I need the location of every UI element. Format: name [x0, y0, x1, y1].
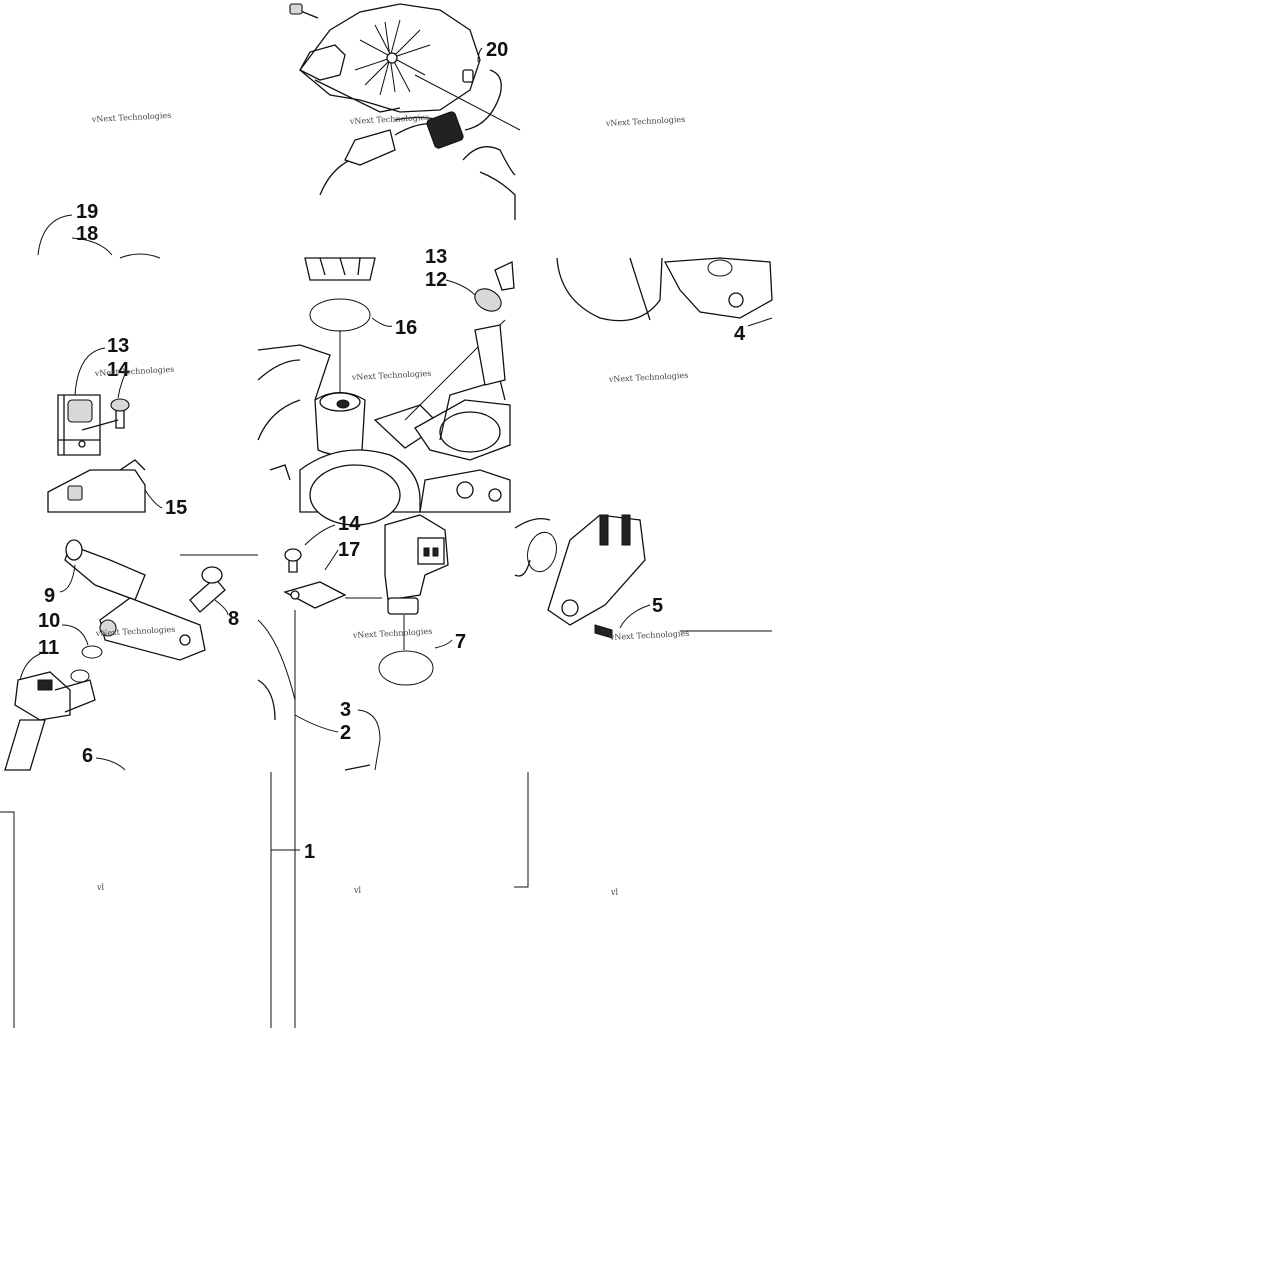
watermark-f2: vl: [353, 886, 362, 895]
callout-11: 11: [38, 637, 59, 659]
callout-15: 15: [165, 497, 187, 519]
callout-3: 3: [340, 699, 351, 721]
tile-center-body: 16 13 12: [257, 246, 515, 526]
tile-lower-left-injector: 8 9 10 11 6: [4, 539, 258, 771]
screw-5: [594, 624, 613, 639]
injector-11: [14, 671, 71, 721]
clip-17: [283, 581, 347, 609]
tile-lower-center-sensor: 14 17 7 2 3: [257, 513, 466, 1028]
callout-14b: 14: [338, 513, 361, 535]
tile-top-cover: 20: [289, 3, 521, 220]
watermark-4: vNext Technologies: [94, 365, 175, 378]
fuel-rail: [99, 597, 206, 661]
callout-20: 20: [486, 39, 508, 61]
screw-top: [289, 3, 303, 15]
watermark-1: vNext Technologies: [91, 111, 172, 124]
callout-8: 8: [228, 608, 239, 630]
seal-12: [474, 288, 502, 312]
callout-4: 4: [734, 323, 746, 345]
o-ring-16: [309, 298, 371, 332]
callout-5: 5: [652, 595, 663, 617]
o-ring-7: [378, 650, 434, 686]
tile-left-bracket: 19 18 13 14 15: [37, 201, 187, 519]
callout-18: 18: [76, 223, 98, 245]
tile-bottom-frame: 1: [0, 772, 529, 1028]
callout-14a: 14: [107, 359, 130, 381]
callout-16: 16: [395, 317, 417, 339]
connector-15: [47, 469, 146, 513]
callout-1: 1: [304, 841, 315, 863]
connector-5: [547, 514, 646, 626]
callout-12: 12: [425, 269, 447, 291]
watermark-9: vNext Technologies: [609, 629, 690, 642]
watermark-f1: vl: [96, 883, 105, 892]
tile-lower-right-connector: 5: [514, 514, 772, 639]
screw-14b: [284, 548, 302, 562]
bolt-8: [189, 577, 226, 613]
watermark-7: vNext Technologies: [95, 625, 176, 638]
callout-13b: 13: [425, 246, 447, 268]
callout-17: 17: [338, 539, 360, 561]
callout-13a: 13: [107, 335, 129, 357]
watermark-f3: vl: [610, 888, 619, 897]
callout-19: 19: [76, 201, 98, 223]
watermark-6: vNext Technologies: [608, 371, 689, 384]
watermark-8: vNext Technologies: [352, 627, 433, 640]
watermarks: vNext Technologies vNext Technologies vN…: [91, 111, 690, 897]
watermark-5: vNext Technologies: [351, 369, 432, 382]
tps-sensor: [384, 514, 449, 601]
watermark-2: vNext Technologies: [349, 113, 430, 126]
callout-10: 10: [38, 610, 60, 632]
tile-right-flange: 4: [556, 257, 773, 345]
watermark-3: vNext Technologies: [605, 115, 686, 128]
screw-14a: [110, 398, 130, 412]
callout-6: 6: [82, 745, 93, 767]
callout-2: 2: [340, 722, 351, 744]
callout-7: 7: [455, 631, 466, 653]
callout-9: 9: [44, 585, 55, 607]
